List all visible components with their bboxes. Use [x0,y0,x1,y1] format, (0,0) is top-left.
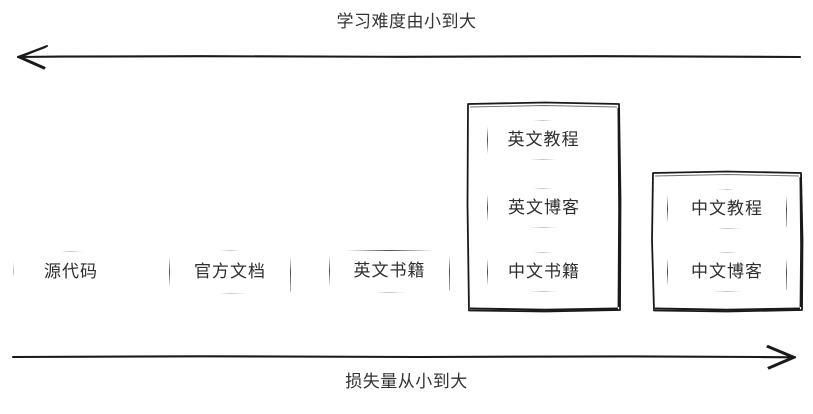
node-english-books[interactable]: 英文书籍 [330,251,449,292]
node-label-english-books: 英文书籍 [353,261,426,281]
node-label-chinese-blogs: 中文博客 [691,261,763,282]
top-axis-label: 学习难度由小到大 [336,12,477,32]
node-official-docs[interactable]: 官方文档 [170,251,290,293]
node-label-chinese-tutorials: 中文教程 [691,198,763,219]
node-source-code[interactable]: 源代码 [14,252,128,292]
node-chinese-blogs[interactable]: 中文博客 [668,253,786,291]
top-axis-arrow [16,45,802,70]
node-label-english-blogs: 英文博客 [508,197,580,218]
bottom-axis-arrow [11,345,797,370]
node-label-chinese-books: 中文书籍 [508,261,580,282]
node-label-official-docs: 官方文档 [194,261,266,282]
node-label-english-tutorials: 英文教程 [507,129,580,150]
node-chinese-tutorials[interactable]: 中文教程 [668,190,786,228]
node-english-blogs[interactable]: 英文博客 [488,189,600,227]
node-label-source-code: 源代码 [44,261,98,282]
bottom-axis-label: 损失量从小到大 [345,372,468,392]
node-chinese-books[interactable]: 中文书籍 [488,253,600,291]
node-english-tutorials[interactable]: 英文教程 [488,121,599,159]
